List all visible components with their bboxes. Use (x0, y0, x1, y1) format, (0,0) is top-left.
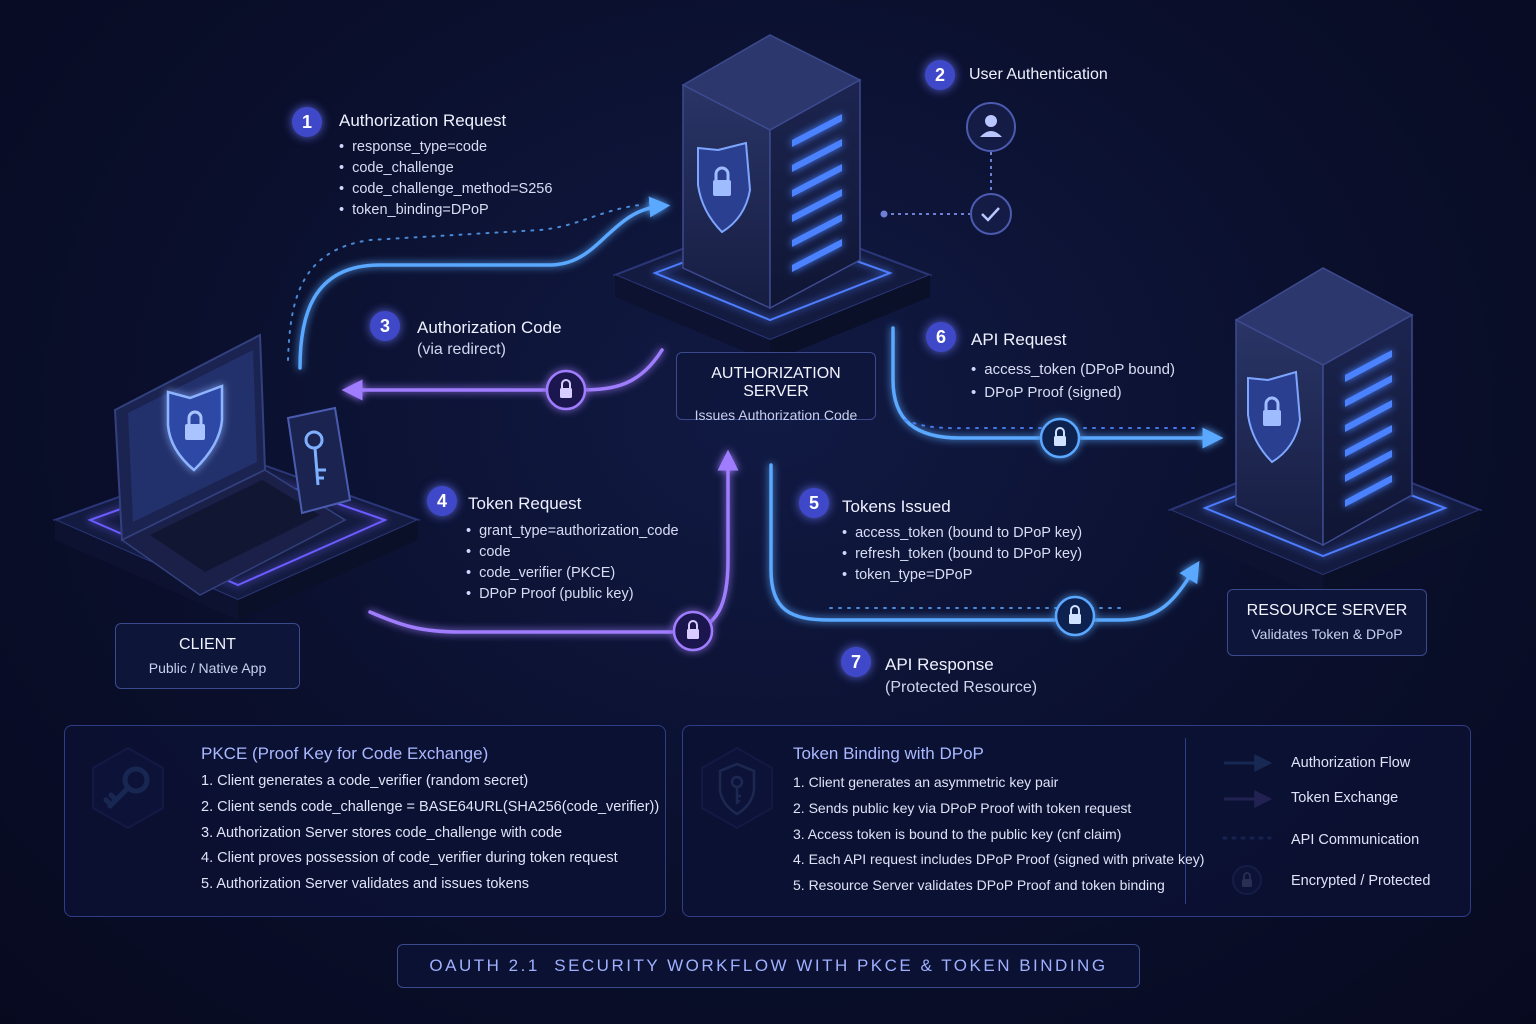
step-1-title: Authorization Request (339, 111, 507, 130)
client-label: CLIENT Public / Native App (115, 623, 300, 689)
step-2-badge: 2 (925, 60, 955, 90)
bullet: token_binding=DPoP (339, 200, 552, 221)
list-item: 2. Client sends code_challenge = BASE64U… (201, 798, 660, 815)
step-6-bullets: access_token (DPoP bound) DPoP Proof (si… (971, 358, 1175, 404)
lock-icon (1054, 595, 1096, 637)
step-1-bullets: response_type=code code_challenge code_c… (339, 137, 552, 221)
bullet: DPoP Proof (public key) (466, 584, 679, 605)
bullet: refresh_token (bound to DPoP key) (842, 544, 1082, 565)
resource-server-subtitle: Validates Token & DPoP (1251, 626, 1403, 642)
resource-server-title: RESOURCE SERVER (1246, 602, 1408, 619)
bullet: grant_type=authorization_code (466, 521, 679, 542)
list-item: 5. Resource Server validates DPoP Proof … (793, 877, 1165, 894)
arrow-authorization-code (341, 348, 664, 401)
bullet: code (466, 542, 679, 563)
step-3-subtitle: (via redirect) (417, 341, 506, 358)
auth-server-label: AUTHORIZATION SERVER Issues Authorizatio… (676, 352, 876, 423)
check-icon (970, 193, 1012, 235)
pkce-panel: PKCE (Proof Key for Code Exchange) 1. Cl… (64, 725, 666, 917)
arrow-tokens-issued (769, 463, 1200, 622)
bullet: code_challenge_method=S256 (339, 179, 552, 200)
resource-server-icon (1234, 267, 1414, 547)
step-6-badge: 6 (926, 322, 956, 352)
legend-divider (1185, 738, 1186, 904)
list-item: 2. Sends public key via DPoP Proof with … (793, 799, 1132, 816)
list-item: 5. Authorization Server validates and is… (201, 876, 530, 893)
step-4-bullets: grant_type=authorization_code code code_… (466, 521, 679, 605)
list-item: 3. Authorization Server stores code_chal… (201, 824, 563, 841)
step-2-title: User Authentication (969, 66, 1108, 83)
phone-key-icon (286, 406, 352, 515)
step-3-title: Authorization Code (417, 318, 562, 337)
resource-server-illustration (1167, 267, 1483, 597)
client-illustration (52, 333, 421, 620)
legend-api-communication: API Communication (1291, 832, 1420, 848)
lock-icon (1039, 417, 1081, 459)
authorization-server-illustration (612, 34, 933, 362)
auth-server-title: AUTHORIZATION SERVER (711, 365, 841, 400)
step-1-badge: 1 (292, 107, 322, 137)
diagram-title: OAUTH 2.1 SECURITY WORKFLOW WITH PKCE & … (429, 956, 1108, 975)
laptop-shield-lock-icon (166, 384, 224, 472)
bullet: code_verifier (PKCE) (466, 563, 679, 584)
step-7-badge: 7 (841, 647, 871, 677)
bullet: access_token (DPoP bound) (971, 358, 1175, 381)
step-5-bullets: access_token (bound to DPoP key) refresh… (842, 523, 1082, 586)
pkce-steps-list: 1. Client generates a code_verifier (ran… (201, 773, 659, 902)
legend-authorization-flow: Authorization Flow (1291, 755, 1411, 771)
user-auth-illustration (880, 102, 1016, 235)
diagram-title-banner: OAUTH 2.1 SECURITY WORKFLOW WITH PKCE & … (397, 944, 1140, 988)
step-4-badge: 4 (427, 486, 457, 516)
bullet: code_challenge (339, 158, 552, 179)
auth-server-subtitle: Issues Authorization Code (694, 407, 858, 423)
arrow-api-request (891, 326, 1224, 449)
step-3-badge: 3 (370, 311, 400, 341)
lock-icon (545, 369, 587, 411)
step-7-subtitle: (Protected Resource) (885, 679, 1038, 696)
step-4-title: Token Request (468, 494, 582, 513)
client-subtitle: Public / Native App (148, 660, 267, 676)
pkce-panel-title: PKCE (Proof Key for Code Exchange) (201, 744, 489, 763)
server-icon (681, 34, 862, 310)
bullet: DPoP Proof (signed) (971, 381, 1175, 404)
bullet: access_token (bound to DPoP key) (842, 523, 1082, 544)
lock-nodes (545, 369, 1096, 652)
list-item: 4. Client proves possession of code_veri… (201, 850, 618, 867)
dpop-steps-list: 1. Client generates an asymmetric key pa… (793, 774, 1204, 903)
lock-icon (672, 610, 714, 652)
legend-token-exchange: Token Exchange (1291, 790, 1399, 806)
list-item: 1. Client generates an asymmetric key pa… (793, 774, 1059, 790)
bullet: response_type=code (339, 137, 552, 158)
server-shield-lock-icon (697, 141, 752, 234)
laptop-icon (113, 333, 347, 596)
step-7-title: API Response (885, 655, 994, 674)
step-5-badge: 5 (799, 488, 829, 518)
resource-shield-lock-icon (1247, 370, 1302, 464)
step-6-title: API Request (971, 330, 1067, 349)
bullet: token_type=DPoP (842, 565, 1082, 586)
legend-encrypted: Encrypted / Protected (1291, 873, 1431, 889)
dpop-panel-title: Token Binding with DPoP (793, 744, 984, 763)
list-item: 1. Client generates a code_verifier (ran… (201, 773, 529, 789)
resource-server-label: RESOURCE SERVER Validates Token & DPoP (1227, 589, 1427, 656)
arrow-authorization-request (298, 196, 671, 370)
list-item: 4. Each API request includes DPoP Proof … (793, 851, 1205, 868)
step-5-title: Tokens Issued (842, 497, 951, 516)
dpop-panel: Token Binding with DPoP 1. Client genera… (682, 725, 1471, 917)
client-title: CLIENT (179, 636, 236, 653)
list-item: 3. Access token is bound to the public k… (793, 825, 1122, 842)
